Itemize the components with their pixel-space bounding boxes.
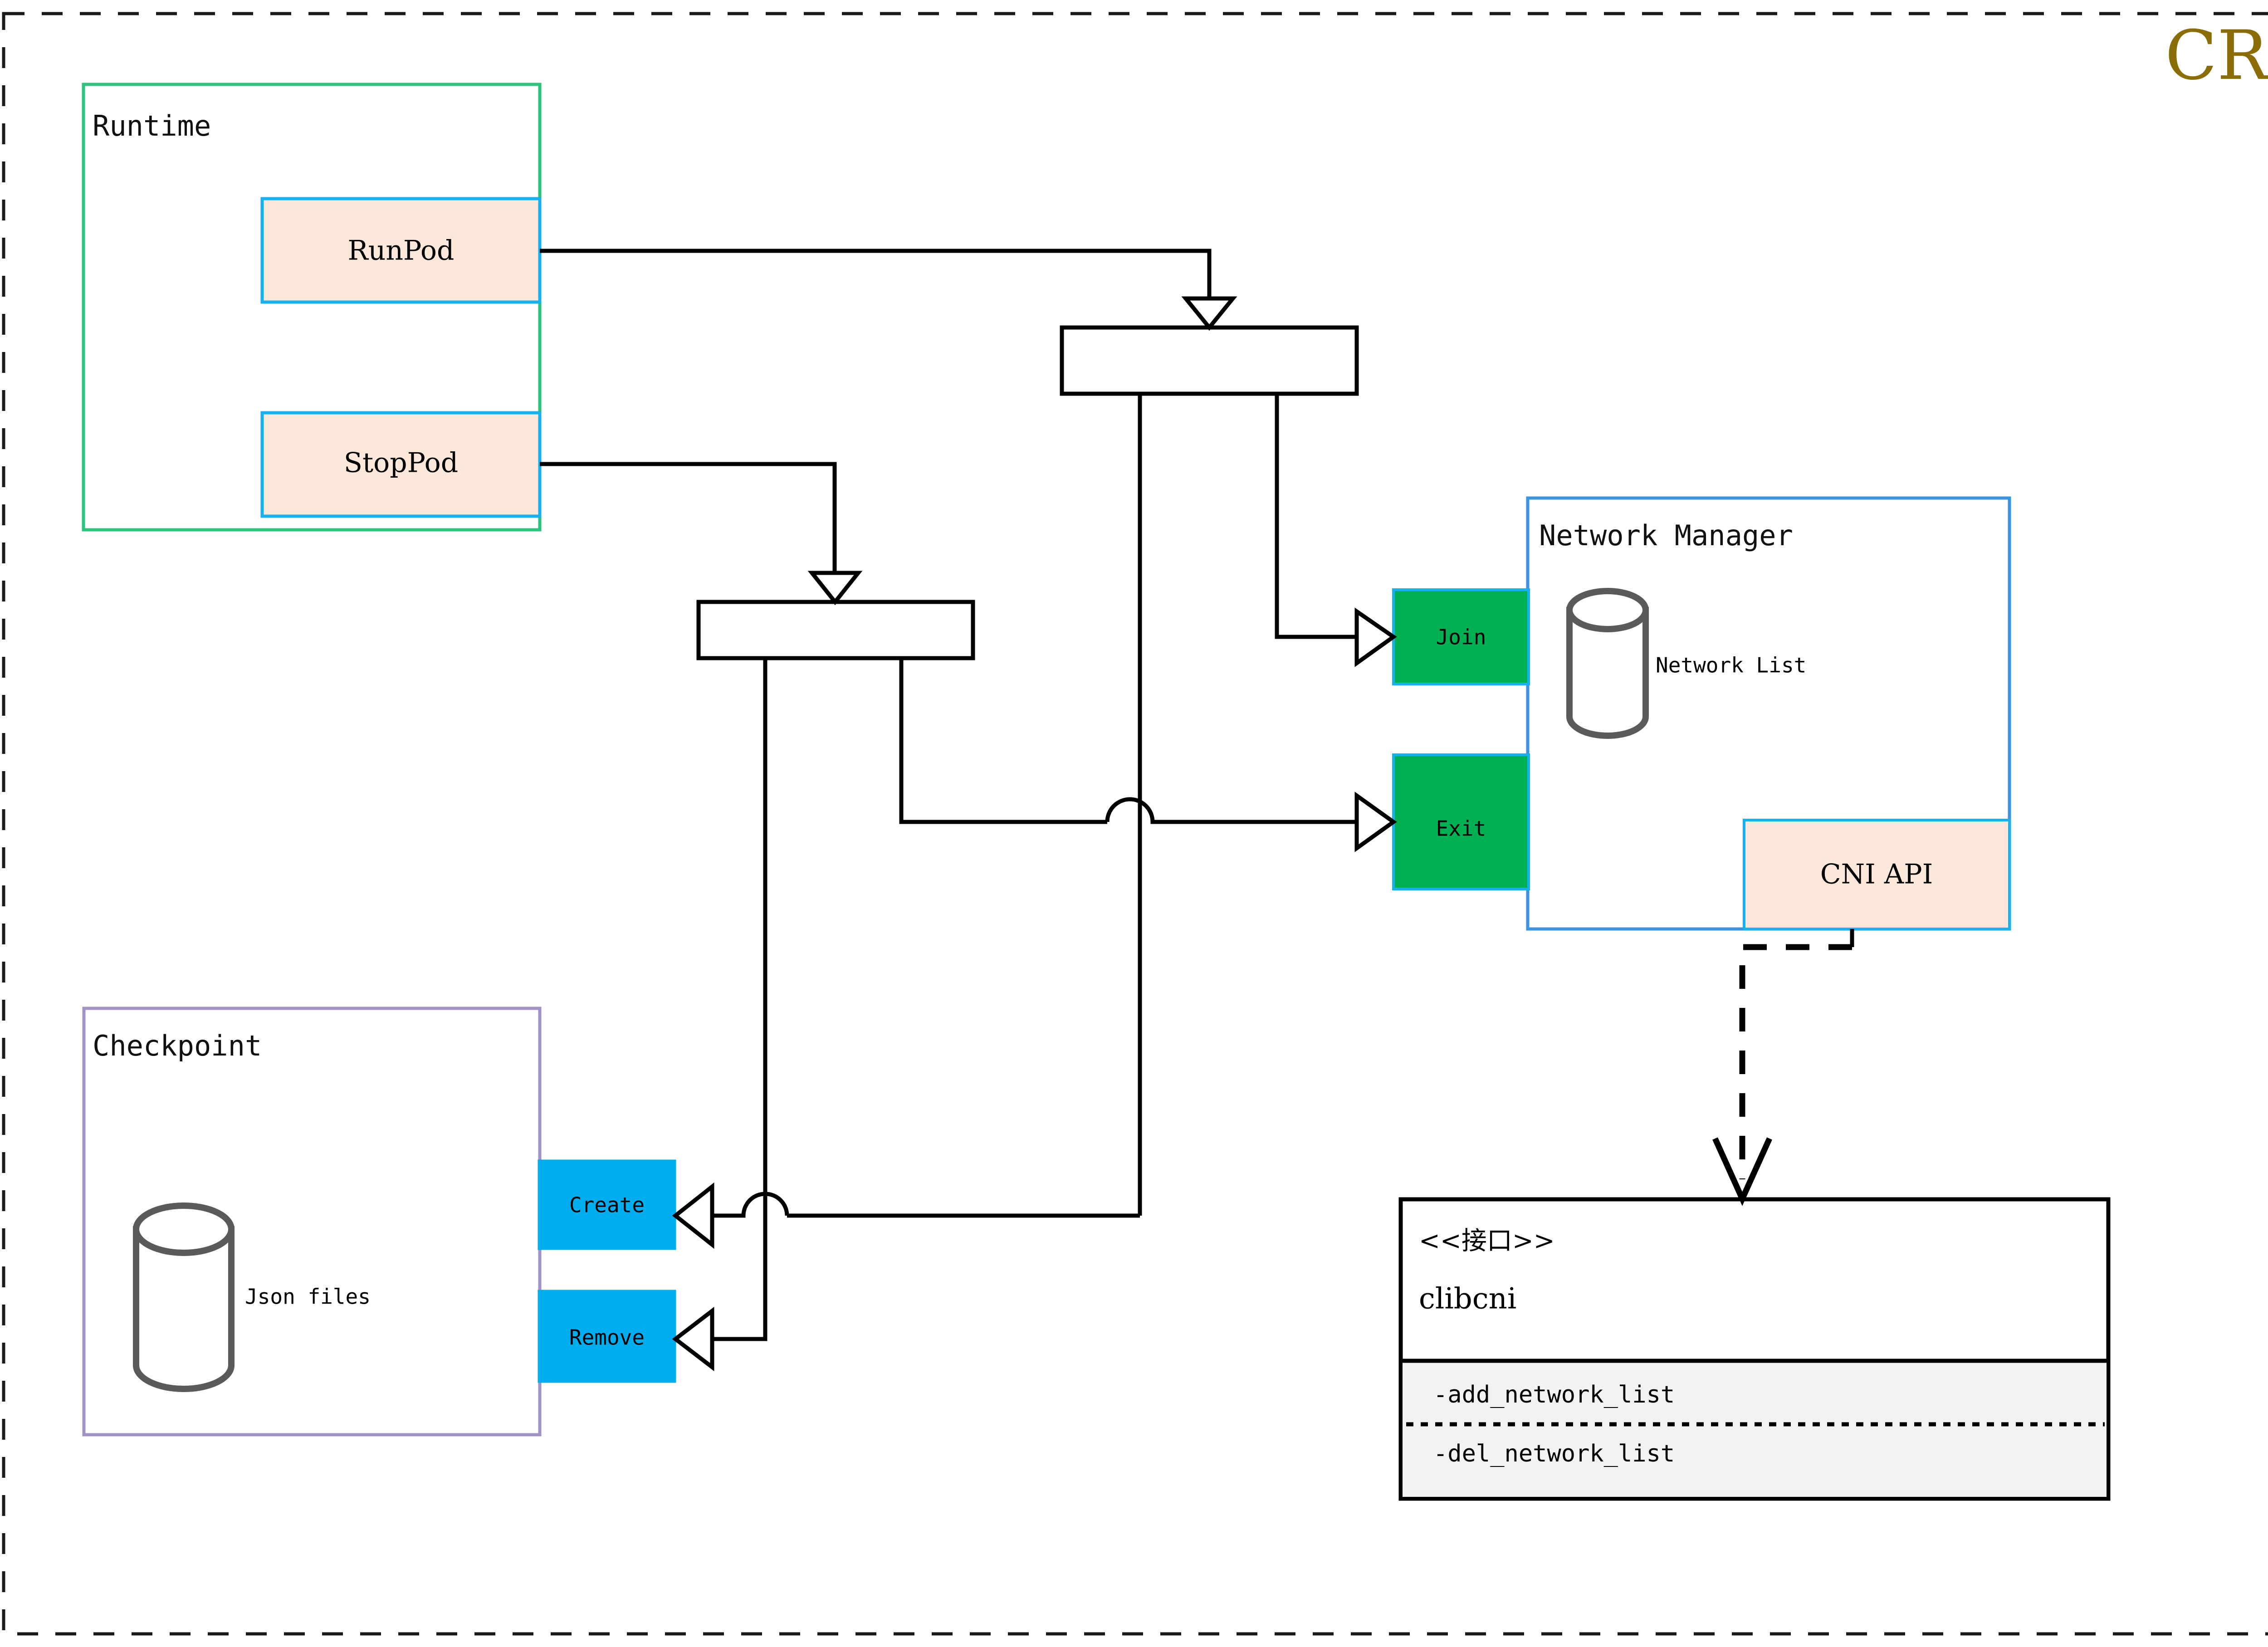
runtime-method-stoppod[interactable] — [260, 411, 542, 518]
checkpoint-method-remove[interactable] — [538, 1290, 676, 1383]
interface-method-add: -add_network_list — [1433, 1381, 1675, 1408]
wire-stoppod-to-lower-splitter — [540, 462, 837, 574]
splitter-bar-lower — [696, 600, 975, 660]
datastore-network-list-icon — [1566, 588, 1649, 739]
group-checkpoint-label: Checkpoint — [93, 1029, 262, 1062]
network-method-exit-label: Exit — [1436, 816, 1486, 841]
wire-lower-splitter-right-to-exit — [899, 658, 1107, 824]
group-runtime-label: Runtime — [93, 109, 211, 142]
wire-upper-splitter-right-to-join — [1275, 394, 1357, 639]
checkpoint-method-create[interactable] — [538, 1159, 676, 1250]
arrowhead-upper-splitter-in — [1181, 296, 1237, 331]
arrowhead-create-in — [672, 1182, 714, 1249]
arrowhead-clibcni-in — [1712, 1137, 1772, 1206]
arrowhead-join-in — [1354, 607, 1397, 667]
runtime-method-runpod[interactable] — [260, 197, 542, 304]
cni-api-label: CNI API — [1820, 859, 1933, 890]
interface-stereotype: <<接口>> — [1419, 1227, 1555, 1256]
splitter-bar-upper — [1060, 325, 1359, 396]
wire-runpod-to-upper-splitter — [540, 249, 1212, 299]
network-method-join[interactable] — [1392, 588, 1530, 685]
arrowhead-exit-in — [1354, 792, 1397, 852]
cni-api-box[interactable] — [1743, 819, 2011, 930]
wire-lower-splitter-left-to-remove — [712, 658, 767, 1341]
wire-hop-create-junction — [712, 1192, 789, 1218]
datastore-json-files-label: Json files — [245, 1285, 371, 1309]
checkpoint-method-remove-label: Remove — [569, 1325, 645, 1350]
interface-name: clibcni — [1419, 1282, 1516, 1316]
group-network-manager-label: Network Manager — [1539, 519, 1793, 552]
datastore-network-list-label: Network List — [1656, 653, 1806, 678]
runtime-method-stoppod-label: StopPod — [344, 447, 458, 479]
interface-methods-compartment — [1403, 1361, 2107, 1497]
arrowhead-lower-splitter-in — [807, 571, 863, 606]
arrowhead-remove-in — [672, 1306, 714, 1372]
wire-hop-exit-junction — [1105, 797, 1357, 824]
network-method-join-label: Join — [1436, 625, 1486, 650]
datastore-json-files-icon — [133, 1202, 235, 1392]
interface-method-del: -del_network_list — [1433, 1440, 1675, 1467]
page-title: CRI — [2165, 16, 2268, 95]
network-method-exit[interactable] — [1392, 753, 1530, 890]
wire-cniapi-to-clibcni-dashed — [1739, 944, 1852, 1179]
outer-dashed-frame — [2, 12, 2268, 1636]
checkpoint-method-create-label: Create — [569, 1193, 645, 1217]
runtime-method-runpod-label: RunPod — [348, 235, 455, 267]
